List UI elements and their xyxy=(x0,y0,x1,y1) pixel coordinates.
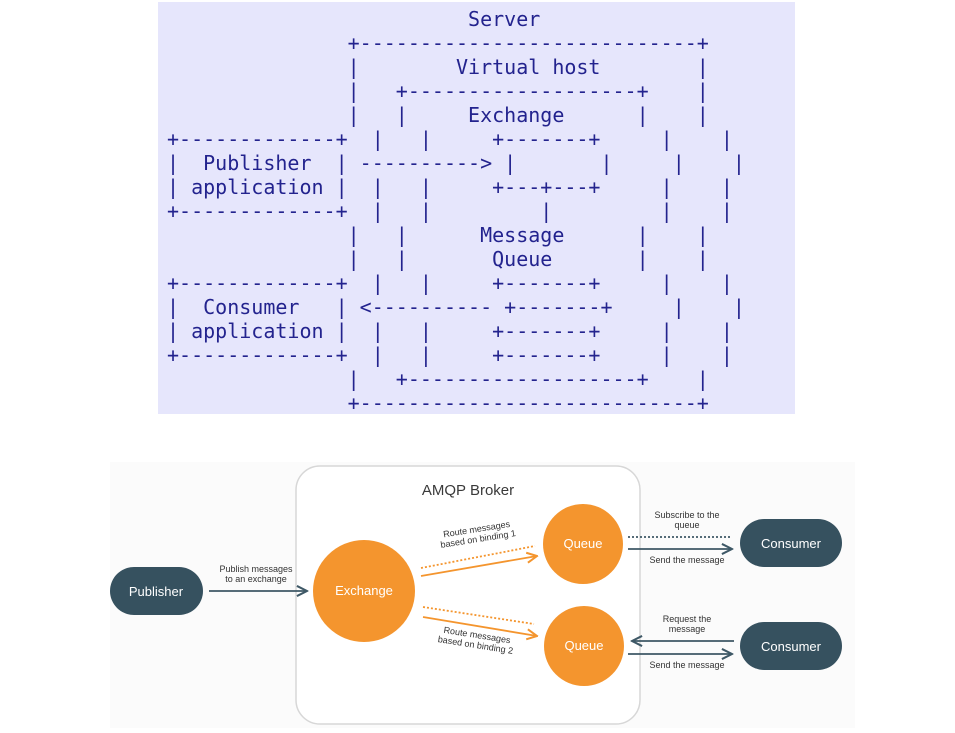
broker-title: AMQP Broker xyxy=(422,482,514,499)
queue-1-label: Queue xyxy=(563,536,602,551)
publish-label-line-2: to an exchange xyxy=(225,574,287,584)
binding-1-dotted-line xyxy=(420,545,536,569)
amqp-diagram-canvas: AMQP Broker Publisher Publish messages t… xyxy=(110,462,855,728)
publisher-label: Publisher xyxy=(129,584,184,599)
queue-1-node xyxy=(543,504,623,584)
ascii-line: | +-------------------+ | xyxy=(167,79,709,103)
queue-2-label: Queue xyxy=(564,638,603,653)
binding-2-dotted-line xyxy=(422,606,535,625)
consumer-1-label: Consumer xyxy=(761,536,822,551)
send-message-1-label: Send the message xyxy=(649,555,724,565)
ascii-line: | application | | | +---+---+ | | xyxy=(167,175,733,199)
send-message-2-label: Send the message xyxy=(649,660,724,670)
exchange-label: Exchange xyxy=(335,583,393,598)
subscribe-label-line-2: queue xyxy=(674,520,699,530)
exchange-node xyxy=(313,540,415,642)
ascii-line: | application | | | +-------+ | | xyxy=(167,319,733,343)
ascii-line: +----------------------------+ xyxy=(167,31,709,55)
ascii-line: | Publisher | ----------> | | | | xyxy=(167,151,745,175)
publish-label-line-1: Publish messages xyxy=(219,564,293,574)
publisher-node xyxy=(110,567,203,615)
ascii-line: +-------------+ | | +-------+ | | xyxy=(167,271,733,295)
ascii-architecture-panel: Server +----------------------------+ | … xyxy=(158,2,795,415)
route-2-arrow xyxy=(422,616,537,636)
ascii-architecture-text: Server +----------------------------+ | … xyxy=(167,7,745,415)
ascii-line: | +-------------------+ | xyxy=(167,367,709,391)
amqp-broker-diagram: AMQP Broker Publisher Publish messages t… xyxy=(110,462,855,728)
ascii-line: +-------------+ | | +-------+ | | xyxy=(167,127,733,151)
request-label-line-2: message xyxy=(669,624,706,634)
ascii-line: +-------------+ | | | | | xyxy=(167,199,733,223)
request-label-line-1: Request the xyxy=(663,614,712,624)
queue-2-node xyxy=(544,606,624,686)
ascii-line: +----------------------------+ xyxy=(167,391,709,415)
ascii-line: | Virtual host | xyxy=(167,55,709,79)
ascii-line: Server xyxy=(167,7,541,31)
ascii-line: +-------------+ | | +-------+ | | xyxy=(167,343,733,367)
ascii-line: | | Exchange | | xyxy=(167,103,709,127)
consumer-2-label: Consumer xyxy=(761,639,822,654)
route-1-arrow xyxy=(420,556,537,577)
ascii-line: | | Queue | | xyxy=(167,247,709,271)
subscribe-label-line-1: Subscribe to the xyxy=(654,510,719,520)
ascii-line: | | Message | | xyxy=(167,223,709,247)
consumer-2-node xyxy=(740,622,842,670)
ascii-line: | Consumer | <---------- +-------+ | | xyxy=(167,295,745,319)
consumer-1-node xyxy=(740,519,842,567)
